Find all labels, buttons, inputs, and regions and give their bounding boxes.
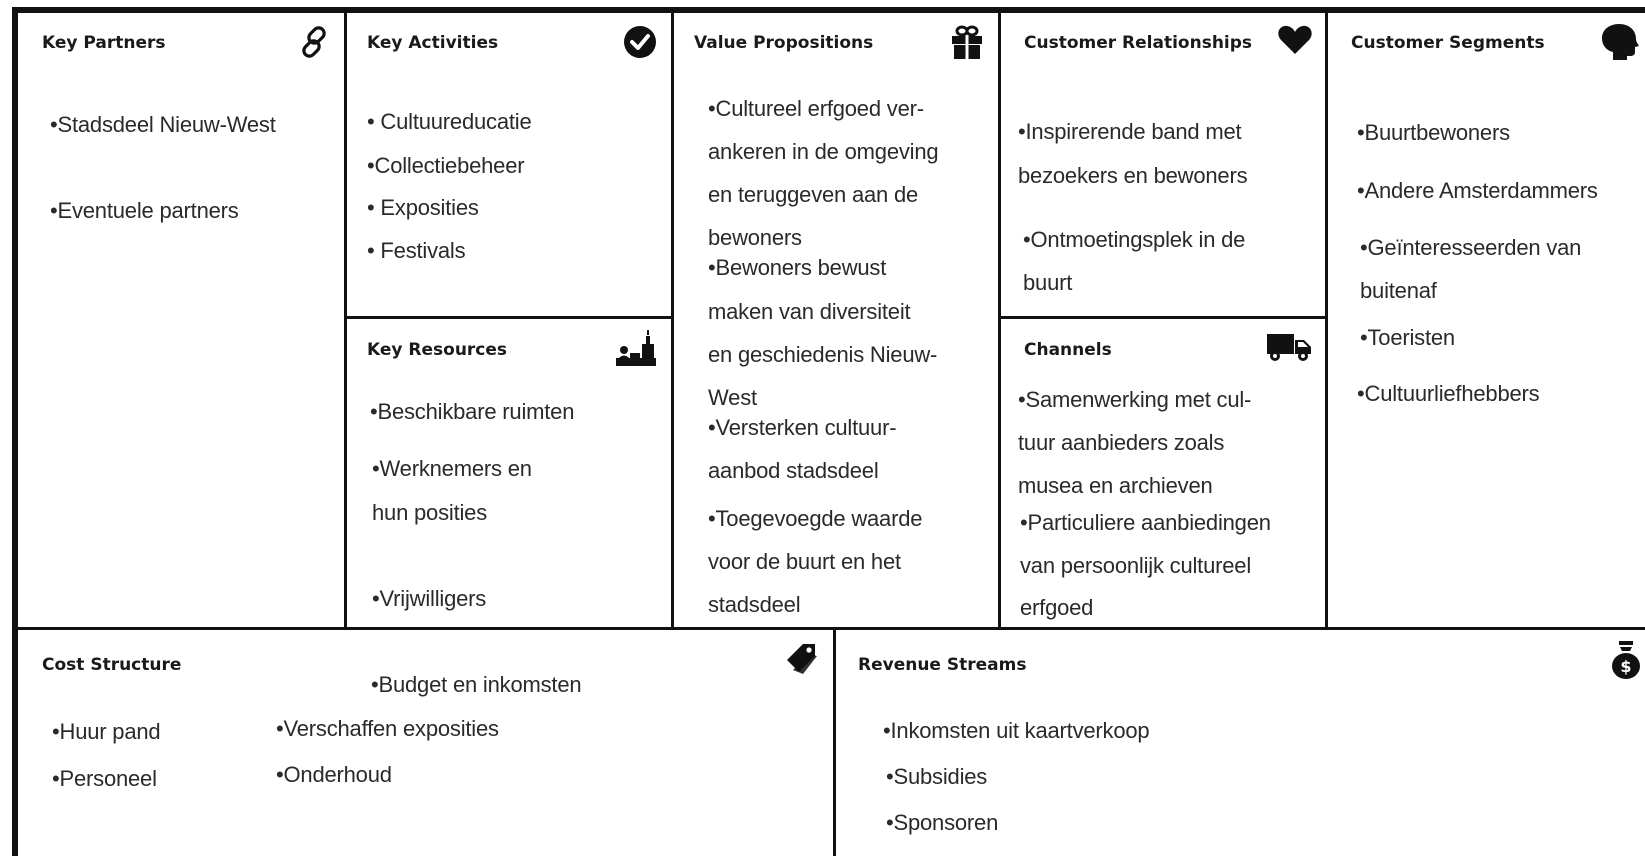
key-partners-title: Key Partners	[42, 33, 166, 53]
cost-structure-title: Cost Structure	[42, 655, 182, 675]
text-line: bewoners	[708, 225, 802, 250]
head-profile-icon	[1599, 22, 1639, 62]
text-line: en teruggeven aan de	[708, 182, 919, 207]
text-line: •Toegevoegde waarde	[708, 506, 923, 531]
key-resources-title: Key Resources	[367, 340, 508, 360]
list-item: • Cultuureducatie	[367, 109, 532, 134]
list-item: •Vrijwilligers	[372, 586, 487, 611]
list-item: •Eventuele partners	[50, 198, 239, 223]
text-line: erfgoed	[1020, 595, 1094, 620]
revenue-streams-title: Revenue Streams	[858, 655, 1027, 675]
text-line: •Subsidies	[886, 764, 988, 789]
text-line: bezoekers en bewoners	[1018, 163, 1248, 188]
customer-segments-title: Customer Segments	[1351, 33, 1545, 53]
text-line: •Toeristen	[1360, 325, 1455, 350]
text-line: •Onderhoud	[276, 762, 392, 787]
channels-title: Channels	[1024, 340, 1112, 360]
link-icon	[296, 24, 332, 60]
factory-worker-icon	[614, 328, 658, 368]
list-item: •Collectiebeheer	[367, 153, 525, 178]
text-line: en geschiedenis Nieuw-	[708, 342, 938, 367]
text-line: •Ontmoetingsplek in de	[1023, 227, 1246, 252]
text-line: maken van diversiteit	[708, 299, 911, 324]
list-item: • Exposities	[367, 195, 479, 220]
divider-cost-revenue	[833, 627, 836, 856]
delivery-truck-icon	[1266, 332, 1312, 362]
price-tag-icon	[785, 642, 821, 678]
text-line: •Sponsoren	[886, 810, 999, 835]
text-line: musea en archieven	[1018, 473, 1213, 498]
top-border	[12, 7, 1645, 13]
text-line: •Cultuurliefhebbers	[1357, 381, 1540, 406]
text-line: •Particuliere aanbiedingen	[1020, 510, 1271, 535]
text-line: •Andere Amsterdammers	[1357, 178, 1598, 203]
text-line: •Inspirerende band met	[1018, 119, 1242, 144]
text-line: •Bewoners bewust	[708, 255, 887, 280]
text-line: •Budget en inkomsten	[371, 672, 582, 697]
text-line: buitenaf	[1360, 278, 1437, 303]
text-line: stadsdeel	[708, 592, 801, 617]
text-line: •Samenwerking met cul-	[1018, 387, 1252, 412]
list-item: •Beschikbare ruimten	[370, 399, 575, 424]
list-item: hun posities	[372, 500, 488, 525]
list-item: •Werknemers en	[372, 456, 532, 481]
text-line: •Inkomsten uit kaartverkoop	[883, 718, 1150, 743]
svg-text:$: $	[1620, 657, 1631, 676]
checkmark-circle-icon	[622, 24, 658, 60]
text-line: •Cultureel erfgoed ver-	[708, 96, 924, 121]
text-line: •Verschaffen exposities	[276, 716, 499, 741]
list-item: •Stadsdeel Nieuw-West	[50, 112, 276, 137]
key-activities-title: Key Activities	[367, 33, 499, 53]
text-line: •Versterken cultuur-	[708, 415, 897, 440]
text-line: aanbod stadsdeel	[708, 458, 879, 483]
text-line: tuur aanbieders zoals	[1018, 430, 1225, 455]
text-line: •Personeel	[52, 766, 157, 791]
text-line: •Buurtbewoners	[1357, 120, 1510, 145]
text-line: van persoonlijk cultureel	[1020, 553, 1252, 578]
divider-top-bottom	[12, 627, 1645, 630]
list-item: • Festivals	[367, 238, 466, 263]
divider-relationships-channels	[998, 316, 1328, 319]
text-line: voor de buurt en het	[708, 549, 901, 574]
money-bag-icon: $	[1610, 640, 1642, 680]
left-border	[12, 7, 18, 856]
text-line: West	[708, 385, 757, 410]
text-line: buurt	[1023, 270, 1073, 295]
customer-relationships-title: Customer Relationships	[1024, 33, 1253, 53]
text-line: •Huur pand	[52, 719, 161, 744]
text-line: •Geïnteresseerden van	[1360, 235, 1582, 260]
gift-icon	[950, 24, 984, 60]
value-propositions-title: Value Propositions	[694, 33, 874, 53]
divider-activities-resources	[344, 316, 674, 319]
heart-icon	[1277, 24, 1313, 56]
text-line: ankeren in de omgeving	[708, 139, 939, 164]
